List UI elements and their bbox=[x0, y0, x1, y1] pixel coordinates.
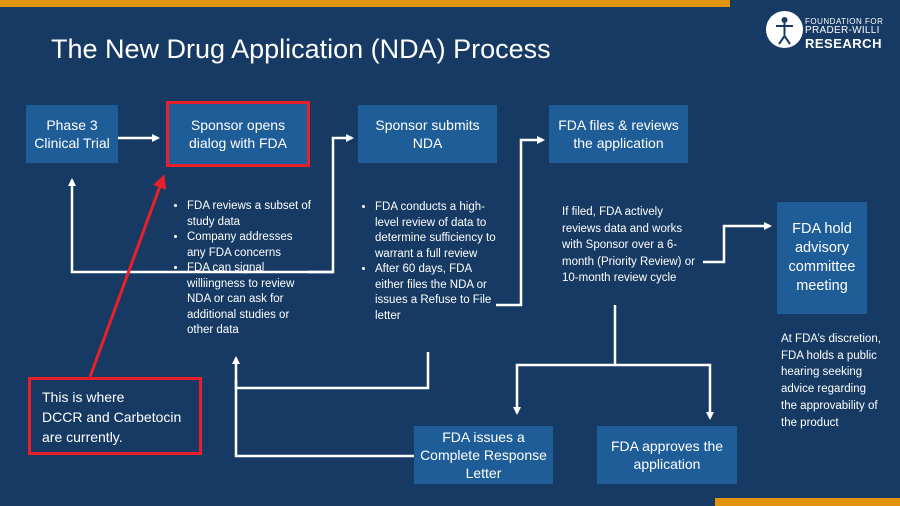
arrow-crl-back-to-dialog bbox=[234, 380, 414, 458]
arrow-submit-to-file bbox=[496, 136, 545, 307]
fda-files-box: FDA files & reviews the application bbox=[549, 105, 688, 163]
arrow-review-branch bbox=[513, 305, 617, 415]
logo-text-line2: PRADER-WILLI bbox=[805, 25, 880, 36]
dialog-notes: FDA reviews a subset of study data Compa… bbox=[174, 199, 312, 339]
sponsor-submits-box: Sponsor submits NDA bbox=[358, 105, 497, 163]
logo-text-line1: FOUNDATION FOR bbox=[805, 17, 884, 26]
arrow-review-to-approve bbox=[615, 363, 714, 420]
bottom-accent-bar bbox=[715, 498, 900, 506]
dialog-bullet: Company addresses any FDA concerns bbox=[187, 230, 312, 261]
arrow-review-to-advisory bbox=[703, 222, 772, 264]
submission-bullet: After 60 days, FDA either files the NDA … bbox=[375, 262, 498, 324]
fda-approves-box: FDA approves the application bbox=[597, 426, 737, 484]
callout-pointer-arrow bbox=[88, 174, 167, 378]
arrow-submit-back-to-dialog bbox=[232, 352, 430, 390]
submission-notes: FDA conducts a high-level review of data… bbox=[362, 200, 498, 324]
advisory-text: At FDA’s discretion, FDA holds a public … bbox=[781, 333, 881, 429]
sponsor-opens-box: Sponsor opens dialog with FDA bbox=[166, 101, 310, 167]
arrow-dialog-back-to-phase3 bbox=[68, 178, 333, 274]
top-accent-bar bbox=[0, 0, 730, 7]
logo-emblem-icon bbox=[766, 11, 803, 48]
logo-text-line3: RESEARCH bbox=[805, 36, 882, 51]
fda-crl-box: FDA issues a Complete Response Letter bbox=[414, 426, 553, 484]
submission-bullet: FDA conducts a high-level review of data… bbox=[375, 200, 498, 262]
status-callout: This is where DCCR and Carbetocin are cu… bbox=[28, 377, 202, 455]
slide-title: The New Drug Application (NDA) Process bbox=[51, 34, 551, 64]
fda-advisory-box: FDA hold advisory committee meeting bbox=[777, 202, 867, 314]
dialog-bullet: FDA can signal williingness to review ND… bbox=[187, 261, 312, 339]
dialog-bullet: FDA reviews a subset of study data bbox=[187, 199, 312, 230]
review-text: If filed, FDA actively reviews data and … bbox=[562, 206, 695, 284]
phase3-box: Phase 3 Clinical Trial bbox=[26, 105, 118, 163]
logo: FOUNDATION FOR PRADER-WILLI RESEARCH bbox=[763, 8, 893, 52]
arrow-dialog-to-submit bbox=[308, 134, 354, 274]
